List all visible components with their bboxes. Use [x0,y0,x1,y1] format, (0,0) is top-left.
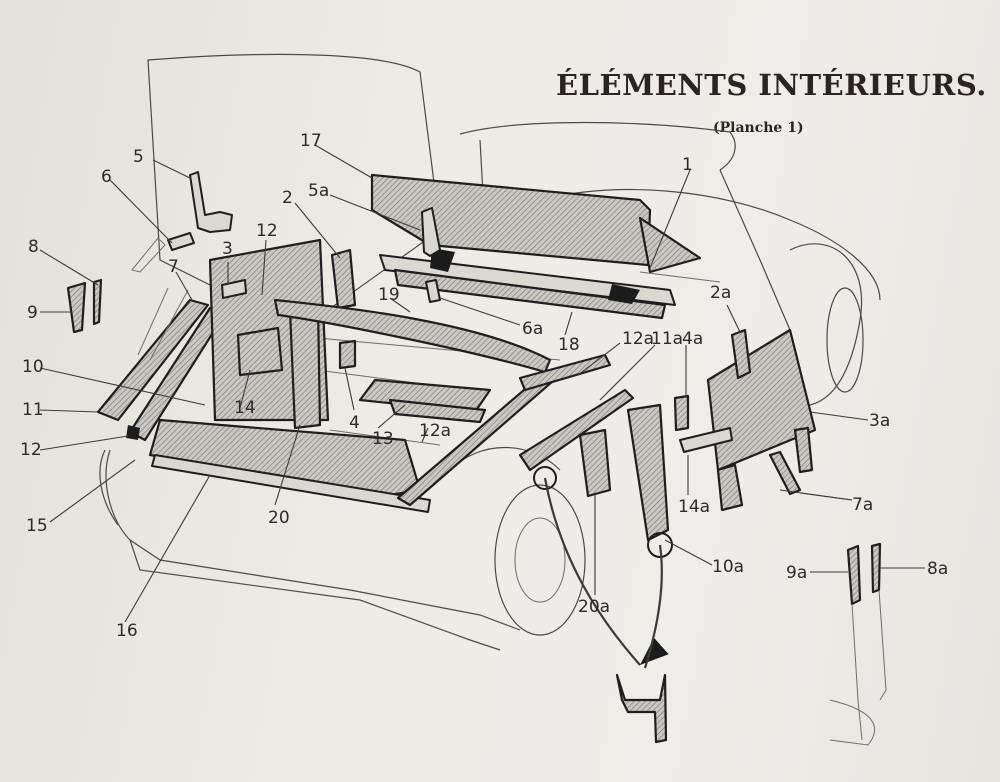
callout-9: 9 [27,303,38,323]
callout-17: 17 [300,131,322,151]
callout-14: 14 [234,398,256,418]
callout-8a: 8a [927,559,948,579]
callout-13: 13 [372,429,394,449]
callout-5: 5 [133,147,144,167]
rear-bumper-line [105,449,521,631]
part-trims-8-9 [66,278,887,746]
callout-9a: 9a [786,563,807,583]
part-left-rails [96,238,357,442]
car-body-outline [99,53,881,651]
callout-7a: 7a [852,495,873,515]
part-hinge [131,171,441,303]
spring-6a [425,279,441,303]
callout-20: 20 [268,508,290,528]
rail-14a [679,427,733,453]
callout-6: 6 [101,167,112,187]
panel-20 [288,303,322,430]
front-wheel [826,287,864,393]
open-trunk-lid [147,53,441,331]
part-rear-shelf [370,173,702,320]
spring-6 [167,232,195,251]
bracket-2 [330,248,357,310]
panel-10a [626,403,670,542]
callout-12a: 12a [622,329,654,349]
rear-wheel [494,484,586,636]
callout-4: 4 [349,413,360,433]
callout-11: 11 [22,400,44,420]
callout-2a: 2a [710,283,731,303]
callout-16: 16 [116,621,138,641]
callout-8: 8 [28,237,39,257]
callout-15: 15 [26,516,48,536]
callout-11a: 11a [651,329,683,349]
callout-4a: 4a [682,329,703,349]
callout-14a: 14a [678,497,710,517]
part-right-rails [396,353,690,558]
rear-window-frame [459,121,736,171]
card-4a [673,394,690,432]
leader-lines [39,144,925,623]
callout-10: 10 [22,357,44,377]
front-wheel-arch [789,243,863,406]
callout-6a: 6a [522,319,543,339]
car-roofline [539,188,881,301]
callout-2: 2 [282,188,293,208]
part-right-assembly [679,328,817,512]
callout-19: 19 [378,285,400,305]
section-detail [543,477,669,744]
callout-12-top: 12 [256,221,278,241]
callout-7: 7 [168,257,179,277]
panel-20a [578,428,612,498]
callout-3: 3 [222,239,233,259]
card-4 [338,339,357,370]
callout-labels: 17 1 5 6 5a 2 3 12 7 8 9 10 11 12 15 16 … [20,131,948,641]
callout-18: 18 [558,335,580,355]
callout-12a-left: 12a [419,421,451,441]
bracket-2a [730,328,752,380]
callout-20a: 20a [578,597,610,617]
callout-10a: 10a [712,557,744,577]
callout-5a: 5a [308,181,329,201]
plate-subtitle: (Planche 1) [713,120,804,136]
plate-title: ÉLÉMENTS INTÉRIEURS. [556,68,987,102]
part-floor-13 [358,378,492,424]
callout-12: 12 [20,440,42,460]
callout-3a: 3a [869,411,890,431]
callout-1: 1 [682,155,693,175]
